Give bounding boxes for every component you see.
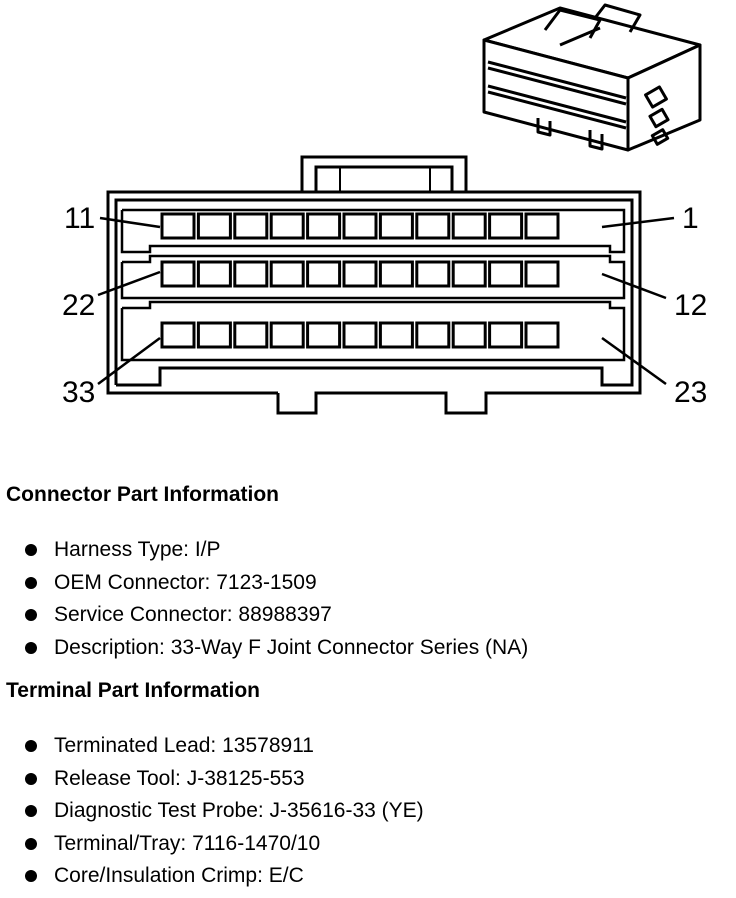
terminal-cavity-33 bbox=[160, 321, 196, 349]
terminal-cavity-17 bbox=[342, 260, 378, 288]
leader-line-11 bbox=[99, 216, 161, 229]
terminal-cavity-12 bbox=[524, 260, 560, 288]
terminal-cavity-23 bbox=[524, 321, 560, 349]
bullet-icon bbox=[25, 740, 37, 752]
terminal-cavity-22 bbox=[160, 260, 196, 288]
terminal-cavity-18 bbox=[306, 260, 342, 288]
terminal-cavity-27 bbox=[378, 321, 414, 349]
bullet-icon bbox=[25, 805, 37, 817]
list-item: Service Connector: 88988397 bbox=[20, 599, 528, 632]
terminal-cavity-13 bbox=[488, 260, 524, 288]
terminal-cavity-2 bbox=[488, 212, 524, 240]
service-connector: Service Connector: 88988397 bbox=[54, 603, 332, 626]
terminal-tray: Terminal/Tray: 7116-1470/10 bbox=[54, 831, 321, 855]
diagnostic-test-probe: Diagnostic Test Probe: J-35616-33 (YE) bbox=[54, 799, 424, 822]
latch-tab bbox=[300, 155, 468, 192]
list-item: Terminal/Tray: 7116-1470/10 bbox=[20, 828, 424, 861]
leader-line-1 bbox=[601, 216, 675, 229]
terminal-cavity-31 bbox=[233, 321, 269, 349]
terminal-cavity-21 bbox=[196, 260, 232, 288]
terminal-cavity-4 bbox=[415, 212, 451, 240]
terminal-section-title: Terminal Part Information bbox=[6, 679, 260, 702]
terminal-cavity-28 bbox=[342, 321, 378, 349]
terminal-cavity-11 bbox=[160, 212, 196, 240]
terminal-cavity-30 bbox=[269, 321, 305, 349]
pin-leader-lines bbox=[97, 216, 675, 386]
list-item: OEM Connector: 7123-1509 bbox=[20, 567, 528, 600]
terminal-cavity-7 bbox=[306, 212, 342, 240]
list-item: Terminated Lead: 13578911 bbox=[20, 730, 424, 763]
terminal-cavity-15 bbox=[415, 260, 451, 288]
pin-label-12: 12 bbox=[674, 289, 707, 322]
leader-line-22 bbox=[97, 270, 161, 297]
oem-connector: OEM Connector: 7123-1509 bbox=[54, 570, 317, 594]
pin-label-11: 11 bbox=[64, 202, 95, 235]
terminal-cavity-14 bbox=[451, 260, 487, 288]
terminal-cavity-6 bbox=[342, 212, 378, 240]
terminal-cavity-29 bbox=[306, 321, 342, 349]
pin-label-33: 33 bbox=[62, 376, 95, 409]
terminal-cavity-9 bbox=[233, 212, 269, 240]
list-item: Release Tool: J-38125-553 bbox=[20, 763, 424, 796]
terminal-cavity-25 bbox=[451, 321, 487, 349]
pin-label-23: 23 bbox=[674, 376, 707, 409]
list-item: Harness Type: I/P bbox=[20, 534, 528, 567]
terminal-cavities bbox=[160, 212, 560, 349]
bullet-icon bbox=[25, 544, 37, 556]
bullet-icon bbox=[25, 609, 37, 621]
list-item: Core/Insulation Crimp: E/C bbox=[20, 860, 424, 893]
core-insulation-crimp: Core/Insulation Crimp: E/C bbox=[54, 864, 304, 887]
bullet-icon bbox=[25, 870, 37, 882]
leader-line-12 bbox=[601, 272, 667, 300]
bullet-icon bbox=[25, 576, 37, 589]
terminal-cavity-3 bbox=[451, 212, 487, 240]
bullet-icon bbox=[25, 837, 37, 850]
bullet-icon bbox=[25, 772, 37, 785]
harness-type: Harness Type: I/P bbox=[54, 538, 221, 561]
connector-diagram: 11 1 22 12 33 23 bbox=[62, 3, 707, 415]
connector-section-title: Connector Part Information bbox=[6, 483, 280, 506]
terminal-cavity-1 bbox=[524, 212, 560, 240]
terminal-cavity-26 bbox=[415, 321, 451, 349]
description: Description: 33-Way F Joint Connector Se… bbox=[54, 635, 529, 659]
pin-label-1: 1 bbox=[682, 202, 699, 235]
list-item: Description: 33-Way F Joint Connector Se… bbox=[20, 632, 528, 665]
leader-line-23 bbox=[601, 336, 667, 386]
leader-line-33 bbox=[97, 336, 161, 386]
terminal-cavity-32 bbox=[196, 321, 232, 349]
release-tool: Release Tool: J-38125-553 bbox=[54, 766, 305, 790]
terminal-cavity-20 bbox=[233, 260, 269, 288]
connector-3d-illustration bbox=[482, 3, 702, 152]
terminal-cavity-24 bbox=[488, 321, 524, 349]
terminated-lead: Terminated Lead: 13578911 bbox=[54, 734, 314, 757]
terminal-cavity-19 bbox=[269, 260, 305, 288]
terminal-cavity-5 bbox=[378, 212, 414, 240]
bullet-icon bbox=[25, 641, 37, 654]
terminal-cavity-10 bbox=[196, 212, 232, 240]
pin-label-22: 22 bbox=[62, 289, 95, 322]
housing-outline bbox=[106, 190, 642, 415]
list-item: Diagnostic Test Probe: J-35616-33 (YE) bbox=[20, 795, 424, 828]
terminal-info-list: Terminated Lead: 13578911 Release Tool: … bbox=[20, 730, 424, 893]
terminal-cavity-8 bbox=[269, 212, 305, 240]
terminal-cavity-16 bbox=[378, 260, 414, 288]
connector-info-list: Harness Type: I/P OEM Connector: 7123-15… bbox=[20, 534, 528, 664]
